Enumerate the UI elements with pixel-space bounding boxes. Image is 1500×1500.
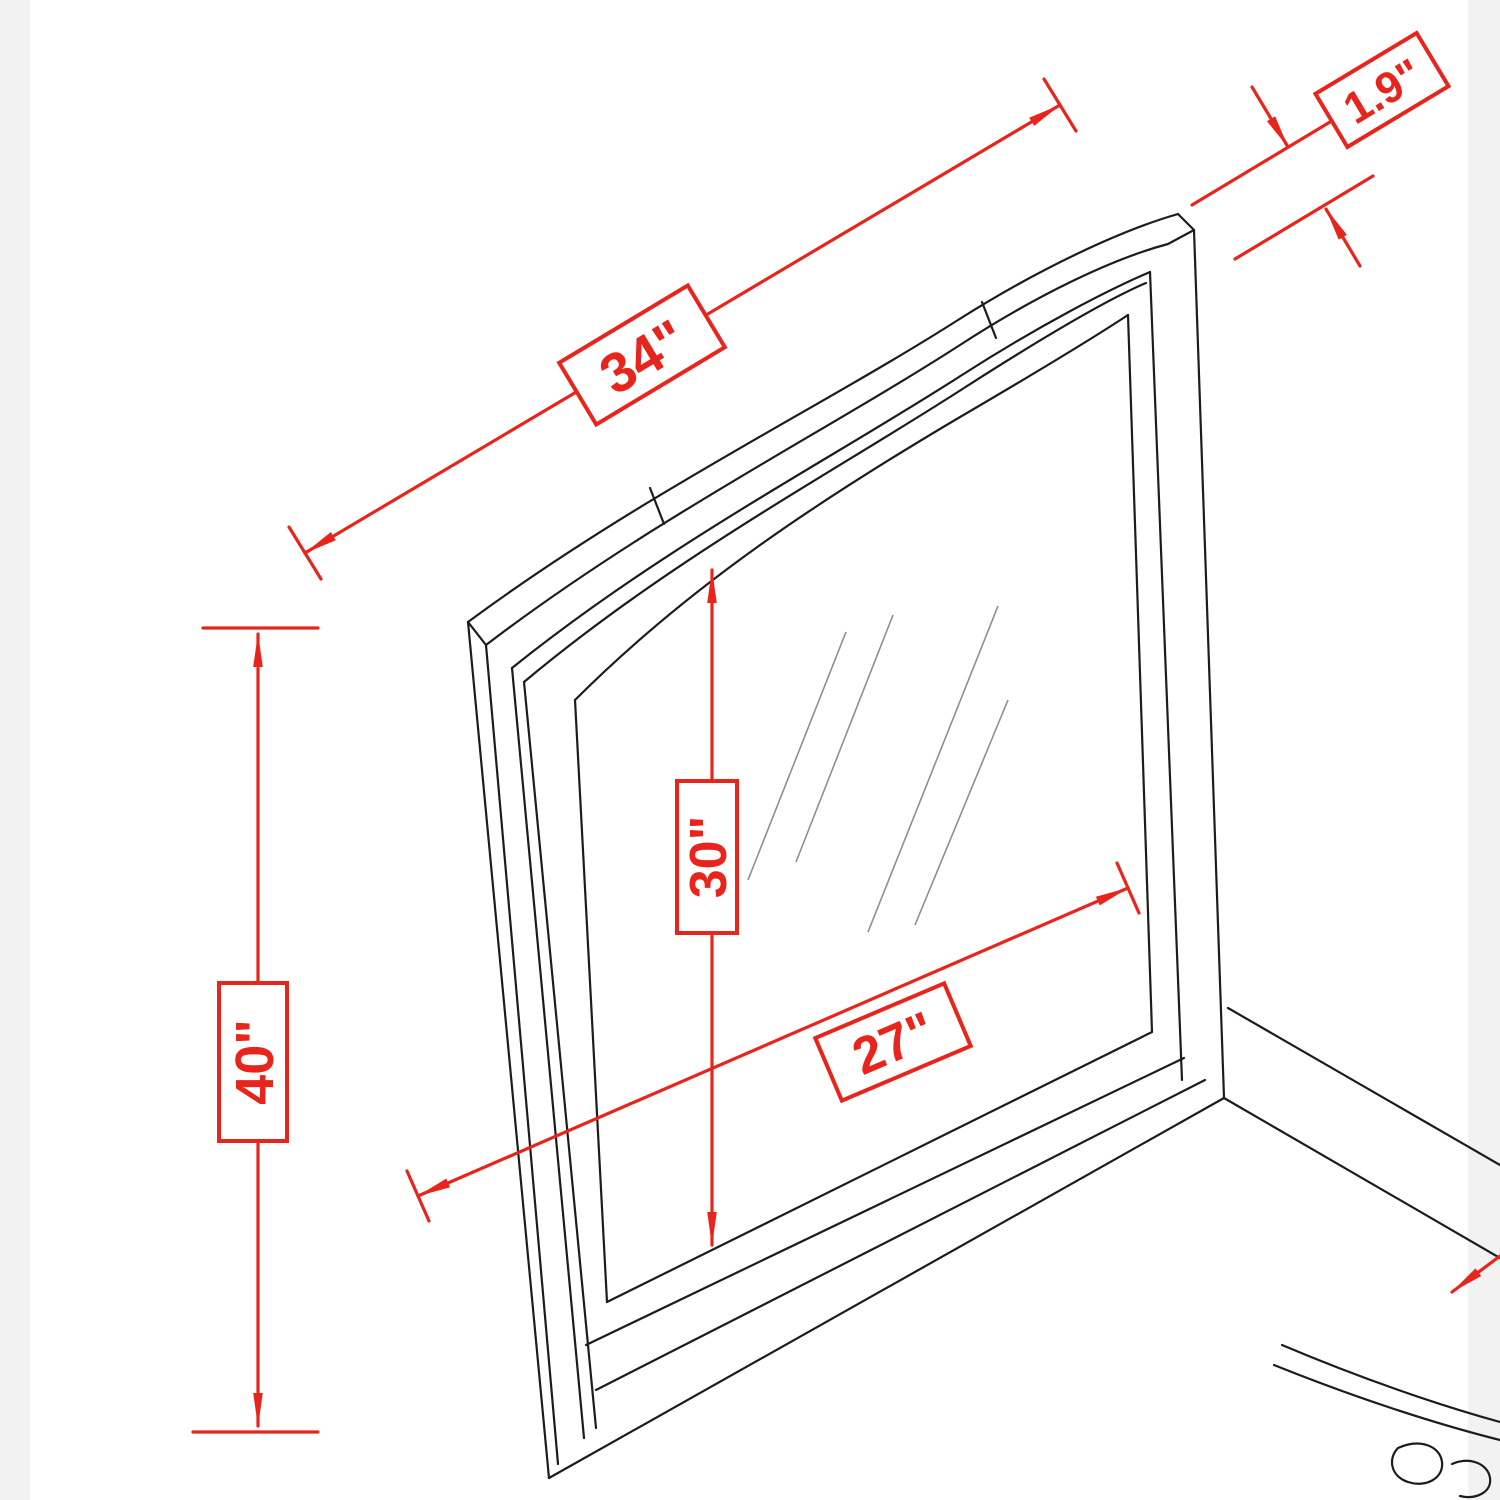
dimension-arrow-line	[1250, 85, 1290, 149]
dresser-top-front-edge	[1222, 1096, 1500, 1260]
dimension-label-box	[556, 282, 728, 428]
frame-cap-left-joint	[466, 620, 488, 647]
dresser-apron-curve	[1280, 1343, 1500, 1424]
frame-right-moulding-line	[1148, 270, 1184, 1082]
dimension-top-width: 34"	[287, 77, 1078, 581]
reflection-line	[867, 605, 999, 933]
glass-reflection-lines	[747, 605, 1009, 933]
dimension-extension-line	[1190, 120, 1332, 207]
reflection-line	[914, 699, 1009, 926]
frame-right-outer-edge	[1192, 228, 1226, 1100]
dimension-extension-tick	[405, 1169, 431, 1223]
frame-left-outer-edge	[466, 620, 551, 1480]
dimension-partial-bottom-right	[1450, 1254, 1500, 1294]
dimension-label-overall-height: 40"	[225, 1019, 285, 1105]
dimension-extension-tick	[1042, 77, 1078, 133]
page-margin-left	[0, 0, 30, 1500]
frame-moulding-joint-tick	[980, 300, 998, 340]
frame-top-outer-arch	[466, 212, 1180, 624]
dimension-arrow-line	[1324, 207, 1362, 268]
reflection-line	[747, 631, 847, 881]
dimension-extension-tick	[287, 525, 323, 581]
dresser-scroll-detail	[1390, 1442, 1444, 1485]
dimension-label-box	[1312, 30, 1452, 150]
frame-bottom-outer-edge	[547, 1096, 1226, 1480]
frame-bottom-moulding-line	[584, 1056, 1186, 1347]
dresser-apron-curve	[1272, 1363, 1500, 1442]
dimension-label-mirror-height: 30"	[680, 816, 738, 899]
dimension-overall-height: 40"	[191, 626, 320, 1434]
dimension-label-box	[217, 981, 289, 1143]
page-margin-right	[1468, 0, 1500, 1500]
glass-left-edge	[573, 698, 609, 1304]
dimension-arrow-line	[1450, 1254, 1500, 1294]
dimension-mirror-width: 27"	[405, 861, 1141, 1223]
frame-cap-right-joint	[1166, 228, 1196, 246]
dimension-extension-line	[1233, 174, 1375, 261]
frame-left-moulding-line	[522, 680, 598, 1430]
frame-cap-front-arch	[484, 242, 1170, 647]
reflection-line	[795, 614, 894, 863]
dimension-label-box	[812, 980, 974, 1104]
dresser-scroll-detail	[1450, 1459, 1492, 1499]
dimension-mirror-height: 30"	[675, 568, 739, 1247]
dresser-partial	[1222, 1006, 1500, 1499]
glass-right-edge	[1126, 313, 1154, 1034]
dimension-line	[416, 886, 1130, 1198]
frame-bottom-moulding-line	[594, 1078, 1207, 1392]
dresser-top-back-edge	[1226, 1006, 1500, 1167]
frame-top-right-corner	[1176, 212, 1196, 232]
dimension-extension-tick	[1115, 861, 1141, 915]
dimension-frame-depth: 1.9"	[1190, 30, 1452, 268]
